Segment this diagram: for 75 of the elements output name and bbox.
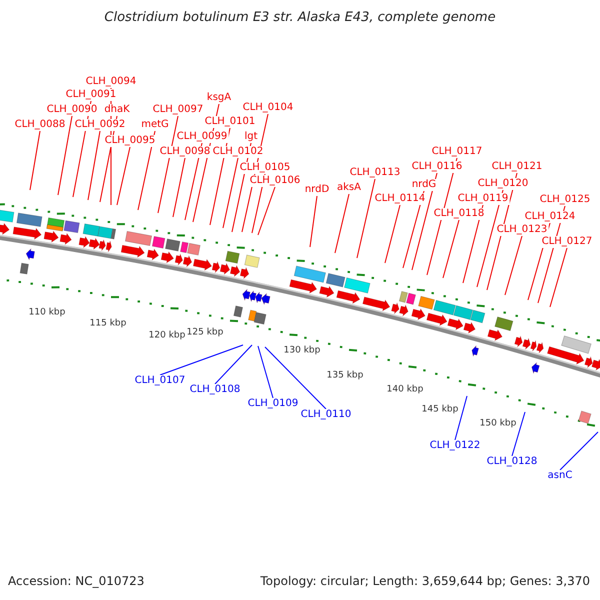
- map-title: Clostridium botulinum E3 str. Alaska E43, complete genome: [103, 10, 497, 25]
- scale-label: 150 kbp: [480, 418, 516, 430]
- leader-line: [172, 158, 186, 218]
- gene-label: CLH_0095: [104, 135, 156, 147]
- gene-label: CLH_0109: [246, 398, 300, 410]
- gene-label: CLH_0102: [212, 146, 264, 158]
- gene-label: CLH_0120: [476, 178, 530, 190]
- gene-label: CLH_0088: [14, 119, 66, 131]
- leader-line: [356, 178, 376, 258]
- leader-line: [258, 186, 276, 236]
- leader-line: [384, 204, 400, 264]
- leader-line: [454, 396, 468, 440]
- scale-label: 110 kbp: [28, 308, 66, 318]
- gene-label: lgt: [243, 131, 259, 143]
- gene-label: CLH_0107: [134, 375, 186, 387]
- gene-label: CLH_0092: [74, 119, 126, 131]
- leader-line: [264, 346, 326, 410]
- gene-label: CLH_0119: [456, 193, 510, 205]
- leader-line: [160, 344, 244, 376]
- leader-line: [88, 130, 100, 200]
- leader-line: [214, 344, 252, 384]
- gene-label: CLH_0094: [84, 76, 138, 88]
- gene-label: CLH_0127: [540, 236, 594, 248]
- scale-label: 135 kbp: [326, 370, 364, 382]
- leader-line: [30, 130, 40, 190]
- gene-label: CLH_0118: [432, 208, 486, 220]
- leader-line: [550, 248, 568, 308]
- leader-line: [476, 190, 504, 288]
- gene-label: CLH_0098: [158, 146, 212, 158]
- scale-label: 120 kbp: [148, 330, 186, 342]
- gene-label: CLH_0125: [538, 194, 592, 206]
- genome-summary-note: Topology: circular; Length: 3,659,644 bp; Genes: 3,370: [260, 574, 590, 588]
- scale-label: 130 kbp: [284, 346, 320, 356]
- scale-label: 115 kbp: [90, 318, 126, 330]
- gene-label: CLH_0101: [204, 116, 256, 128]
- scale-label: 145 kbp: [422, 404, 458, 416]
- scale-label: 140 kbp: [386, 384, 424, 396]
- gene-label: CLH_0123: [496, 224, 548, 236]
- leader-line: [258, 346, 274, 398]
- gene-label: nrdD: [304, 184, 330, 196]
- gene-label: CLH_0110: [300, 409, 352, 421]
- leader-line: [504, 236, 522, 296]
- gene-label: CLH_0124: [524, 211, 576, 223]
- leader-line: [116, 146, 130, 206]
- gene-label: CLH_0121: [490, 161, 544, 173]
- gene-label: CLH_0105: [238, 162, 292, 174]
- accession-note: Accession: NC_010723: [8, 574, 144, 588]
- leader-line: [310, 196, 318, 248]
- leader-line: [560, 432, 598, 470]
- gene-label: ksgA: [206, 92, 232, 104]
- scale-label: 125 kbp: [186, 328, 224, 338]
- gene-label: CLH_0122: [428, 440, 482, 452]
- leader-line: [158, 116, 178, 214]
- gene-label: nrdG: [410, 179, 438, 191]
- gene-label: CLH_0099: [176, 131, 228, 143]
- gene-label: aksA: [336, 182, 362, 194]
- leader-line: [442, 220, 460, 278]
- leader-line: [222, 158, 238, 228]
- gene-label: CLH_0113: [348, 167, 402, 179]
- gene-label: CLH_0091: [64, 89, 118, 101]
- gene-label: CLH_0117: [430, 146, 484, 158]
- leader-line: [58, 116, 72, 196]
- leader-line: [334, 194, 350, 254]
- gene-label: metG: [140, 119, 170, 131]
- gene-label: CLH_0106: [248, 175, 302, 187]
- gene-label: CLH_0104: [242, 102, 294, 114]
- gene-label: dhaK: [103, 104, 131, 116]
- gene-label: CLH_0097: [152, 104, 204, 116]
- leader-line: [512, 412, 526, 456]
- gene-label: CLH_0114: [374, 193, 426, 205]
- gene-label: CLH_0116: [410, 161, 464, 173]
- gene-label: CLH_0108: [188, 384, 242, 396]
- gene-label: CLH_0090: [46, 104, 98, 116]
- leader-line: [412, 172, 438, 270]
- gene-label: CLH_0128: [486, 456, 538, 468]
